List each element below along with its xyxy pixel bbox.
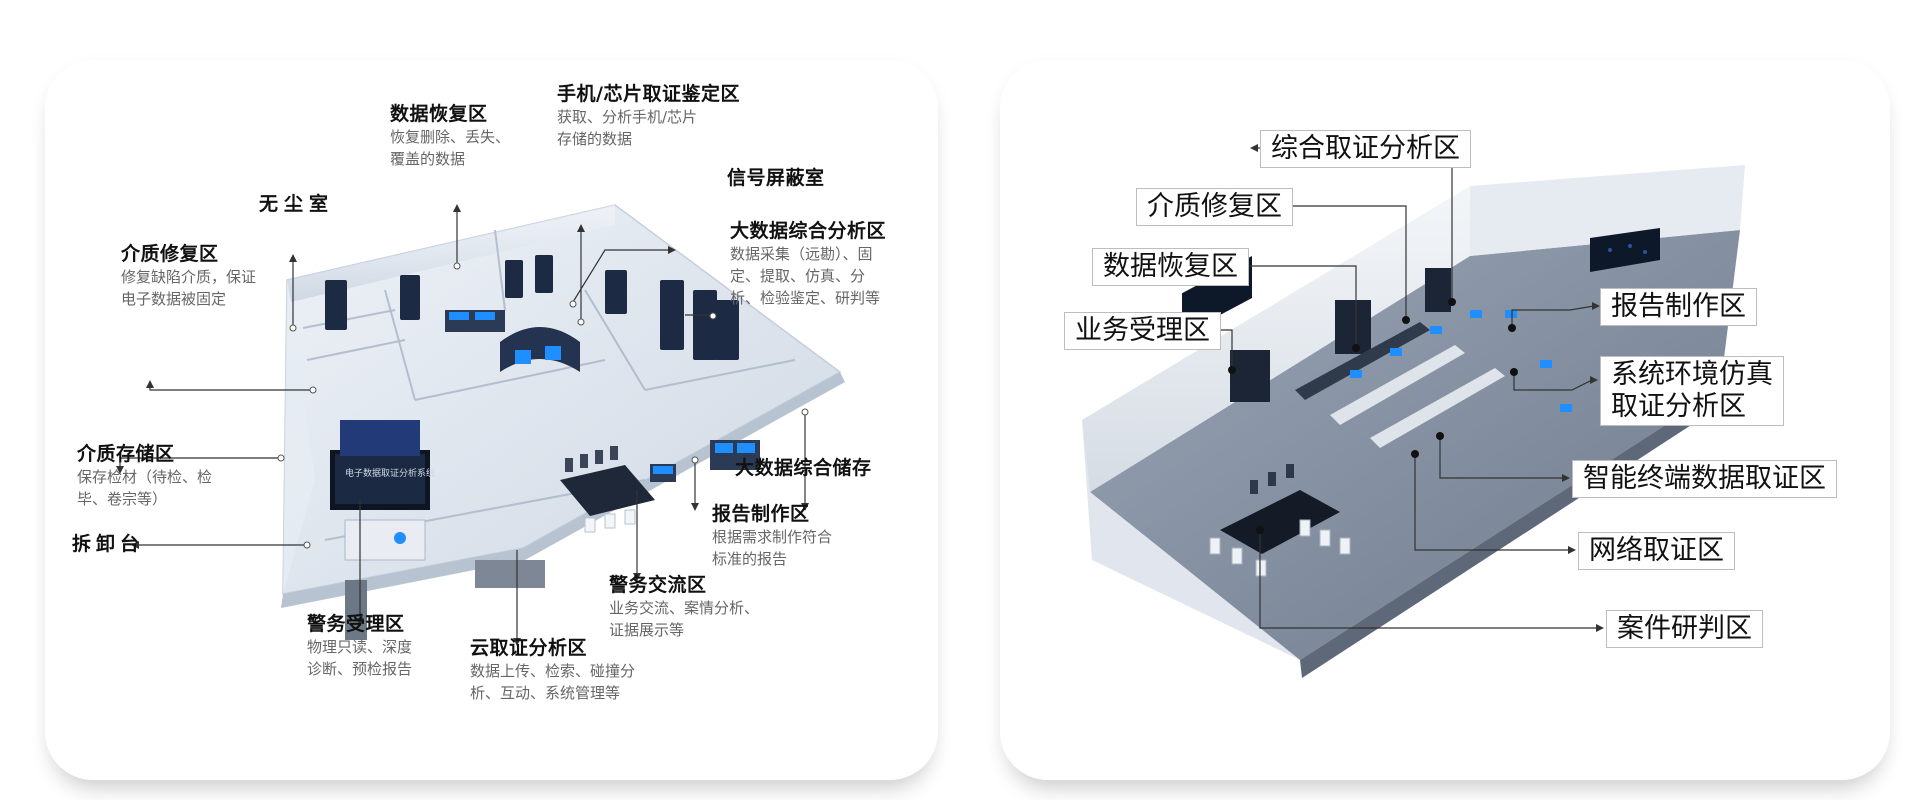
box-text: 报告制作区 xyxy=(1611,291,1746,322)
box-text: 数据恢复区 xyxy=(1103,251,1238,282)
label-title: 大数据综合储存 xyxy=(735,457,872,479)
box-media-repair: 介质修复区 xyxy=(1136,188,1293,226)
label-desc: 保存检材（待检、检 xyxy=(77,468,213,486)
label-desc: 数据上传、检索、碰撞分 xyxy=(470,662,636,680)
floorplan-illustration: 电子数据取证分析系统 xyxy=(116,204,845,646)
back-wall xyxy=(287,205,615,302)
label-bigdata-storage: 大数据综合储存 xyxy=(735,456,872,480)
front-wall xyxy=(1082,420,1300,660)
label-desc: 析、互动、系统管理等 xyxy=(470,684,621,702)
box-report-making: 报告制作区 xyxy=(1600,288,1757,326)
label-disassembly-bench: 拆卸台 xyxy=(72,532,144,556)
box-case-analysis: 案件研判区 xyxy=(1606,610,1763,648)
label-title: 拆卸台 xyxy=(72,533,145,555)
box-text: 网络取证区 xyxy=(1589,535,1724,566)
label-title: 数据恢复区 xyxy=(390,103,488,125)
label-media-storage: 介质存储区 保存检材（待检、检 毕、卷宗等） xyxy=(77,442,212,510)
label-desc: 定、提取、仿真、分 xyxy=(730,267,866,285)
label-title: 手机/芯片取证鉴定区 xyxy=(557,83,740,105)
box-text: 取证分析区 xyxy=(1611,391,1746,422)
display-wall: 电子数据取证分析系统 xyxy=(330,420,435,561)
box-text: 智能终端数据取证区 xyxy=(1583,463,1826,494)
label-desc: 析、检验鉴定、研判等 xyxy=(730,289,881,307)
workstations xyxy=(445,310,760,482)
label-cloud-forensics: 云取证分析区 数据上传、检索、碰撞分 析、互动、系统管理等 xyxy=(470,636,635,704)
label-title: 介质修复区 xyxy=(121,243,219,265)
label-data-recovery: 数据恢复区 恢复删除、丢失、 覆盖的数据 xyxy=(390,102,510,170)
cabinet xyxy=(345,580,367,640)
leader-arrows xyxy=(116,204,809,646)
label-desc: 诊断、预检报告 xyxy=(307,660,413,678)
label-title: 警务交流区 xyxy=(609,574,707,596)
box-system-simulation: 系统环境仿真 取证分析区 xyxy=(1600,356,1784,426)
server-racks xyxy=(325,255,739,360)
label-title: 警务受理区 xyxy=(307,613,405,635)
label-desc: 标准的报告 xyxy=(712,550,788,568)
desk-rows xyxy=(1295,310,1572,448)
label-shielded-room: 信号屏蔽室 xyxy=(727,166,825,190)
label-desc: 物理只读、深度 xyxy=(307,638,413,656)
box-network-forensics: 网络取证区 xyxy=(1578,532,1735,570)
right-panel-floorplan: 综合取证分析区 介质修复区 数据恢复区 业务受理区 报告制作区 系统环境仿真 取… xyxy=(1000,60,1890,780)
racks xyxy=(1230,268,1451,402)
chairs xyxy=(1209,519,1351,577)
floor-edge xyxy=(281,372,845,608)
label-phone-chip-forensics: 手机/芯片取证鉴定区 获取、分析手机/芯片 存储的数据 xyxy=(557,82,740,150)
leader-dots xyxy=(1228,298,1518,534)
label-title: 介质存储区 xyxy=(77,443,175,465)
display-screen-right xyxy=(1590,228,1660,272)
label-title: 信号屏蔽室 xyxy=(727,167,825,189)
leader-lines xyxy=(119,210,806,640)
box-comprehensive-forensics: 综合取证分析区 xyxy=(1260,130,1471,168)
box-text: 系统环境仿真 xyxy=(1611,359,1773,390)
label-title: 无尘室 xyxy=(259,193,335,215)
leader-dots xyxy=(277,262,809,549)
label-media-repair: 介质修复区 修复缺陷介质，保证 电子数据被固定 xyxy=(121,242,256,310)
label-clean-room: 无尘室 xyxy=(259,192,334,216)
left-panel-floorplan: 电子数据取证分析系统 xyxy=(45,60,938,780)
label-bigdata-analysis: 大数据综合分析区 数据采集（远勘）、固 定、提取、仿真、分 析、检验鉴定、研判等 xyxy=(730,219,886,309)
box-data-recovery: 数据恢复区 xyxy=(1092,248,1249,286)
left-wall xyxy=(283,280,315,594)
label-desc: 证据展示等 xyxy=(609,621,685,639)
label-desc: 电子数据被固定 xyxy=(121,290,227,308)
label-police-intake: 警务受理区 物理只读、深度 诊断、预检报告 xyxy=(307,612,412,680)
box-business-intake: 业务受理区 xyxy=(1064,312,1221,350)
label-desc: 获取、分析手机/芯片 xyxy=(557,108,698,126)
box-text: 介质修复区 xyxy=(1147,191,1282,222)
label-report-making: 报告制作区 根据需求制作符合 标准的报告 xyxy=(712,502,832,570)
label-desc: 业务交流、案情分析、 xyxy=(609,599,760,617)
label-desc: 数据采集（远勘）、固 xyxy=(730,245,873,263)
label-desc: 毕、卷宗等） xyxy=(77,490,168,508)
screen-caption: 电子数据取证分析系统 xyxy=(345,467,435,479)
label-desc: 修复缺陷介质，保证 xyxy=(121,268,257,286)
label-desc: 恢复删除、丢失、 xyxy=(390,128,511,146)
label-desc: 存储的数据 xyxy=(557,130,633,148)
box-smart-terminal-forensics: 智能终端数据取证区 xyxy=(1572,460,1837,498)
right-wall xyxy=(1470,165,1745,256)
conference-table xyxy=(1220,490,1340,554)
label-title: 大数据综合分析区 xyxy=(730,220,887,242)
label-police-exchange: 警务交流区 业务交流、案情分析、 证据展示等 xyxy=(609,573,759,641)
box-text: 综合取证分析区 xyxy=(1271,133,1460,164)
box-text: 案件研判区 xyxy=(1617,613,1752,644)
meeting-table xyxy=(560,446,655,533)
label-desc: 根据需求制作符合 xyxy=(712,528,833,546)
label-title: 报告制作区 xyxy=(712,503,810,525)
label-title: 云取证分析区 xyxy=(470,637,588,659)
label-desc: 覆盖的数据 xyxy=(390,150,466,168)
room-floor xyxy=(1090,230,1740,660)
sofa xyxy=(475,560,545,588)
back-wall xyxy=(1082,186,1470,492)
box-text: 业务受理区 xyxy=(1075,315,1210,346)
